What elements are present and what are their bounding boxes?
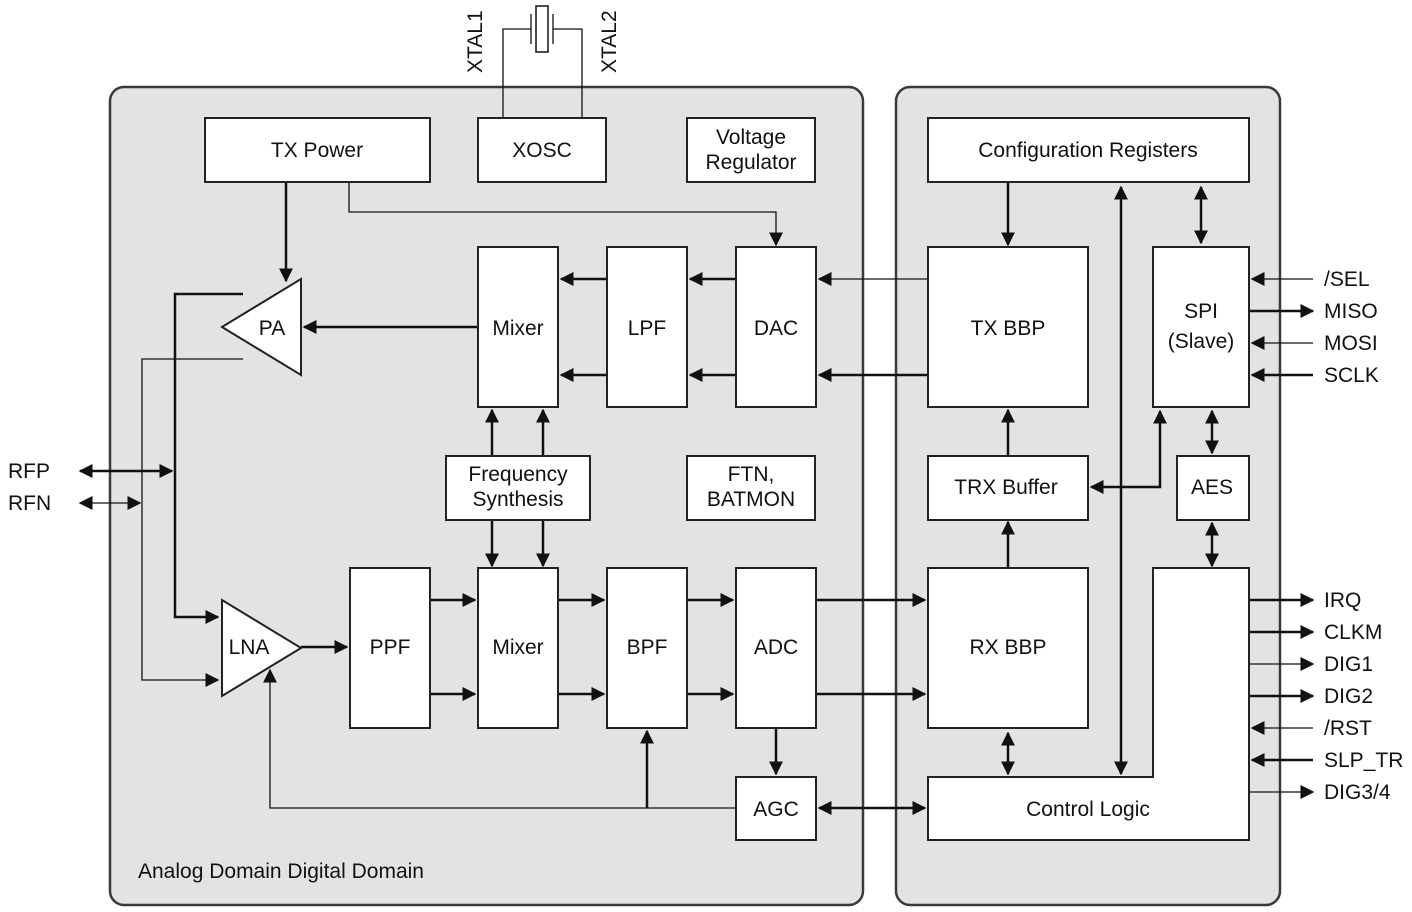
ftn-batmon-label: FTN,BATMON [707, 463, 795, 511]
sclk-label: SCLK [1324, 364, 1379, 387]
crystal-icon [502, 5, 583, 118]
wire-spi-trxbuf [1089, 409, 1167, 494]
frequency-synthesis-block [445, 455, 591, 521]
lpf-label: LPF [628, 317, 667, 340]
adc-block [735, 567, 817, 729]
dac-label: DAC [754, 317, 798, 340]
trx-buffer-label: TRX Buffer [954, 476, 1057, 499]
tx-bbp-label: TX BBP [971, 317, 1046, 340]
tx-power-label: TX Power [271, 139, 363, 162]
bpf-block [606, 567, 688, 729]
mixer-rx-label: Mixer [492, 636, 543, 659]
config-registers-label: Configuration Registers [978, 139, 1197, 162]
voltage-regulator-block [686, 117, 816, 183]
lna-label: LNA [229, 636, 270, 659]
mixer-rx-block [477, 567, 559, 729]
xtal2-label: XTAL2 [598, 10, 621, 73]
xosc-label: XOSC [512, 139, 572, 162]
wire-pa-out [173, 292, 243, 624]
aes-label: AES [1191, 476, 1233, 499]
pa-label: PA [259, 317, 285, 340]
agc-label: AGC [753, 798, 799, 821]
adc-label: ADC [754, 636, 798, 659]
dig34-label: DIG3/4 [1324, 781, 1391, 804]
dig2-label: DIG2 [1324, 685, 1373, 708]
agc-block [735, 776, 817, 841]
ppf-label: PPF [370, 636, 411, 659]
wire-agc-lna [263, 668, 736, 809]
rx-bbp-block [927, 567, 1089, 729]
rx-bbp-label: RX BBP [969, 636, 1046, 659]
mixer-tx-label: Mixer [492, 317, 543, 340]
control-logic-label: Control Logic [1026, 798, 1150, 821]
ftn-batmon-block [686, 455, 816, 521]
config-registers-block [927, 117, 1250, 183]
miso-label: MISO [1324, 300, 1378, 323]
spi-label: SPI(Slave) [1168, 300, 1235, 353]
lna-amplifier [221, 598, 303, 698]
tx-power-block [204, 117, 431, 183]
bpf-label: BPF [627, 636, 668, 659]
dig1-label: DIG1 [1324, 653, 1373, 676]
dac-block [735, 246, 817, 408]
tx-bbp-block [927, 246, 1089, 408]
rst-label: /RST [1324, 717, 1372, 740]
control-logic-block [927, 567, 1250, 841]
xtal1-label: XTAL1 [464, 10, 487, 73]
trx-buffer-block [927, 455, 1089, 521]
aes-block [1176, 455, 1250, 521]
rfn-label: RFN [8, 492, 51, 515]
ppf-block [349, 567, 431, 729]
mosi-label: MOSI [1324, 332, 1378, 355]
rfp-label: RFP [8, 460, 50, 483]
wire-txpower-dac [348, 183, 783, 247]
lpf-block [606, 246, 688, 408]
spi-block [1152, 246, 1250, 408]
xosc-block [477, 117, 607, 183]
irq-label: IRQ [1324, 589, 1361, 612]
domain-caption: Analog Domain Digital Domain [138, 860, 424, 883]
clkm-label: CLKM [1324, 621, 1382, 644]
slp-tr-label: SLP_TR [1324, 749, 1403, 772]
pa-amplifier [220, 277, 302, 377]
sel-label: /SEL [1324, 268, 1370, 291]
wire-pa-rfn [141, 358, 243, 687]
mixer-tx-block [477, 246, 559, 408]
